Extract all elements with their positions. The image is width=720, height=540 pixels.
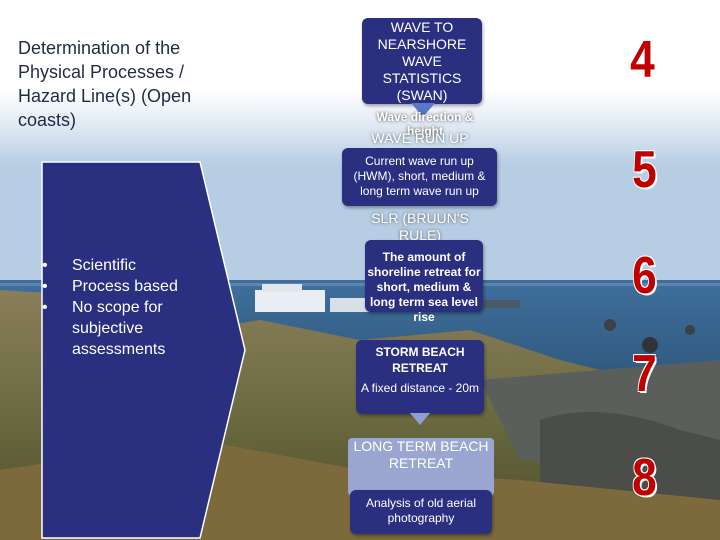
- bullet-text: No scope for subjective assessments: [72, 299, 166, 358]
- step-5-detail-box: Current wave run up (HWM), short, medium…: [342, 148, 497, 206]
- step-6-detail: The amount of shoreline retreat for shor…: [367, 250, 481, 324]
- step-7-detail: A fixed distance - 20m: [360, 381, 480, 395]
- step-4-detail: Wave direction & height: [376, 110, 474, 138]
- bullet-list: • Scientific • Process based • No scope …: [42, 255, 202, 360]
- step-7-heading: STORM BEACH RETREAT: [375, 345, 465, 375]
- step-4-heading-box: OFF SHORE WAVE TO NEARSHORE WAVE STATIST…: [362, 2, 482, 104]
- step-6-heading: SLR (BRUUN'S RULE): [371, 210, 469, 243]
- bullet-text: Process based: [72, 278, 178, 295]
- down-arrow-icon: [411, 103, 435, 117]
- bullet-dot-icon: •: [42, 299, 48, 316]
- step-4-heading: OFF SHORE WAVE TO NEARSHORE WAVE STATIST…: [377, 2, 467, 103]
- slide-title: Determination of the Physical Processes …: [18, 38, 192, 130]
- step-7-box: STORM BEACH RETREAT A fixed distance - 2…: [356, 340, 484, 414]
- step-number-8: 8: [632, 449, 657, 507]
- step-number-5: 5: [632, 141, 657, 199]
- step-8-detail-box: Analysis of old aerial photography: [350, 490, 492, 534]
- down-arrow-icon: [410, 413, 430, 425]
- step-5-heading: WAVE RUN UP: [371, 130, 469, 146]
- bullet-item: • Process based: [42, 276, 202, 297]
- bullet-dot-icon: •: [42, 257, 48, 274]
- step-8-heading-box: LONG TERM BEACH RETREAT: [348, 438, 494, 496]
- bullet-dot-icon: •: [42, 278, 48, 295]
- step-number-6: 6: [632, 247, 657, 305]
- step-8-detail: Analysis of old aerial photography: [365, 496, 477, 525]
- bullet-text: Scientific: [72, 257, 137, 274]
- step-number-7: 7: [632, 345, 657, 403]
- bullet-item: • No scope for subjective assessments: [42, 297, 202, 360]
- step-5-detail: Current wave run up (HWM), short, medium…: [353, 154, 486, 198]
- bullet-item: • Scientific: [42, 255, 202, 276]
- step-number-4: 4: [630, 31, 655, 89]
- step-8-heading: LONG TERM BEACH RETREAT: [353, 438, 489, 471]
- step-6-detail-box: The amount of shoreline retreat for shor…: [365, 240, 483, 324]
